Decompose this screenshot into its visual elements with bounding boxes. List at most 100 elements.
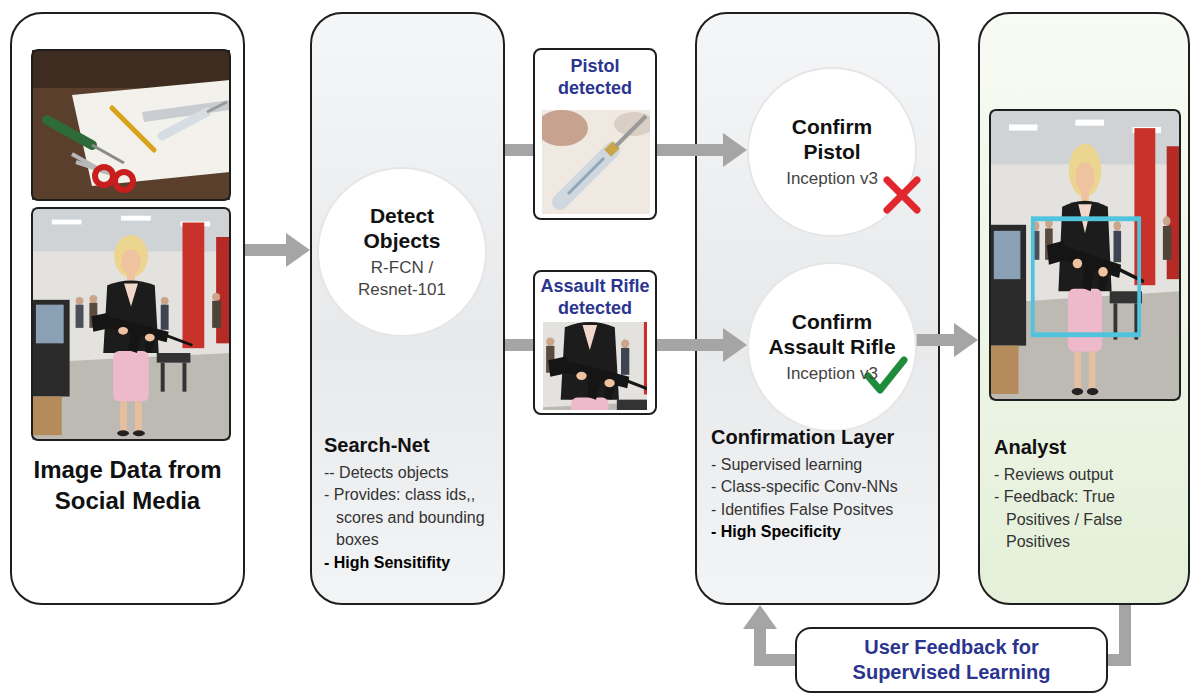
tools-photo-part-part [47, 120, 92, 145]
social-photo-part [32, 208, 230, 440]
node-text: - High Sensitifity [324, 552, 494, 574]
pistol-crop-part-part [614, 112, 654, 136]
arrow-head [743, 605, 777, 629]
tools-photo-part-part [115, 172, 133, 190]
arrow-head [723, 133, 747, 167]
node-text: - High Specificity [711, 521, 927, 543]
accept-mark-part [868, 360, 904, 390]
tools-photo-part [32, 50, 230, 200]
analyst-photo-part-part [990, 110, 1180, 400]
flow-arrow [1108, 605, 1125, 660]
arrow-head [954, 323, 978, 357]
node-heading: Confirmation Layer [711, 424, 927, 451]
node-heading: Detect Objects [336, 203, 468, 253]
arrow-shaft [760, 628, 795, 660]
model-circle: Detect ObjectsR-FCN / Resnet-101 [317, 167, 487, 337]
text-group: Search-Net -- Detects objects- Provides: … [324, 432, 494, 574]
pistol-crop-part-part [560, 150, 612, 202]
node-text: - Reviews output [994, 464, 1180, 486]
pistol-crop-part-part [536, 110, 588, 146]
pistol-crop-part-part [604, 141, 620, 157]
text-group: User Feedback for Supervised Learning [797, 629, 1106, 691]
model-circle: Confirm Assault RifleInception v3 [747, 262, 917, 432]
node-text: - Supervised learning [711, 454, 927, 476]
text-group: Pistol detected [537, 56, 653, 99]
detection-box: Assault Rifle detected [533, 270, 657, 415]
arrow-shaft [505, 144, 533, 156]
tools-photo-part-part [72, 80, 230, 186]
analyst-panel: Analyst - Reviews output- Feedback: True … [978, 12, 1190, 605]
text-group: Analyst - Reviews output- Feedback: True … [994, 434, 1180, 554]
text-group: Confirm PistolInception v3 [749, 69, 915, 235]
node-text: - Identifies False Positves [711, 499, 927, 521]
node-text: - Provides: class ids,, scores and bound… [324, 484, 494, 551]
flow-arrow [657, 133, 747, 167]
model-circle: Confirm PistolInception v3 [747, 67, 917, 237]
node-heading: Analyst [994, 434, 1180, 461]
analyst-photo-part [990, 110, 1180, 400]
social-photo [32, 208, 230, 440]
feedback-box: User Feedback for Supervised Learning [795, 627, 1108, 693]
arrow-shaft [1108, 605, 1125, 660]
tools-photo-part-part [142, 100, 230, 122]
arrow-shaft [505, 339, 533, 351]
arrow-head [286, 233, 310, 267]
node-heading: Confirm Assault Rifle [766, 309, 898, 359]
tools-photo-part-part [95, 167, 113, 185]
detection-box: Pistol detected [533, 48, 657, 220]
accept-mark [868, 360, 904, 390]
reject-mark [887, 180, 917, 210]
node-heading: Assault Rifle detected [537, 276, 653, 319]
flow-arrow [743, 605, 795, 660]
node-text: R-FCN / Resnet-101 [342, 257, 462, 301]
rifle-crop [486, 244, 694, 492]
pistol-crop-part-part [616, 116, 646, 146]
social-photo-part-part [32, 208, 230, 440]
node-heading: Confirm Pistol [766, 114, 898, 164]
tools-photo-part-part [72, 154, 104, 172]
flow-arrow [505, 345, 533, 346]
pistol-crop-part-part [568, 158, 604, 194]
node-heading: Image Data from Social Media [22, 454, 233, 516]
social-photo-part [32, 208, 230, 440]
flow-arrow [917, 323, 978, 357]
tools-photo-part-part [76, 162, 118, 176]
node-heading: Search-Net [324, 432, 494, 459]
tools-photo-part [32, 50, 230, 200]
arrow-head [723, 328, 747, 362]
node-text: - Feedback: True Positives / False Posit… [994, 486, 1180, 553]
rifle-crop-part [486, 244, 694, 492]
stage-panel: Search-Net -- Detects objects- Provides: … [310, 12, 505, 605]
text-group: Image Data from Social Media [22, 454, 233, 516]
arrow-shaft [917, 334, 955, 346]
node-text: -- Detects objects [324, 462, 494, 484]
pistol-crop [536, 110, 654, 214]
reject-mark-part [887, 180, 917, 210]
analyst-photo [990, 110, 1180, 400]
text-group: Confirm Assault RifleInception v3 [749, 264, 915, 430]
flow-arrow [245, 233, 310, 267]
analyst-photo-part [990, 110, 1180, 400]
input-panel: Image Data from Social Media [10, 12, 245, 605]
node-text: Inception v3 [786, 168, 878, 190]
node-heading: User Feedback for Supervised Learning [827, 635, 1076, 685]
node-text: Inception v3 [786, 363, 878, 385]
tools-photo-part-part [32, 50, 230, 88]
tools-photo-part-part [207, 102, 227, 112]
node-text: - Class-specific Conv-NNs [711, 476, 927, 498]
rifle-crop-part-part [486, 244, 694, 492]
flow-arrow [657, 328, 747, 362]
stage-panel: Confirmation Layer- Supervised learning-… [695, 12, 940, 605]
pistol-crop-part-part [542, 110, 650, 214]
tools-photo-part-part [162, 112, 207, 136]
arrow-shaft [657, 144, 724, 156]
text-group: Confirmation Layer- Supervised learning-… [711, 424, 927, 544]
tools-photo-part-part [112, 108, 154, 150]
tools-photo-part-part [32, 50, 230, 200]
text-group: Detect ObjectsR-FCN / Resnet-101 [319, 169, 485, 335]
analyst-photo-part-part [1033, 219, 1139, 335]
node-heading: Pistol detected [537, 56, 653, 99]
